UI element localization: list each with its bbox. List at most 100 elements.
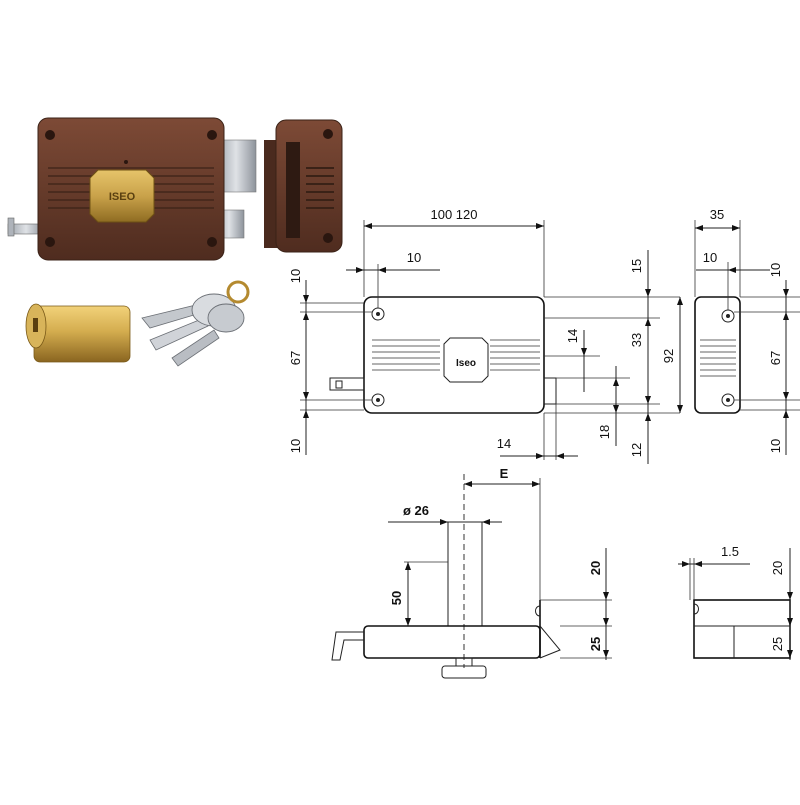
arrow-icon bbox=[303, 312, 309, 320]
dim-14-horizontal-label: 14 bbox=[497, 436, 511, 451]
arrow-icon bbox=[645, 396, 651, 404]
dim-width-label: 100 120 bbox=[431, 207, 478, 222]
escutcheon-brand: ISEO bbox=[109, 191, 136, 203]
lock-photo: ISEO bbox=[7, 117, 257, 261]
cylinder-escutcheon bbox=[89, 169, 155, 223]
dim-height-between-label: 67 bbox=[288, 351, 303, 365]
arrow-icon bbox=[728, 267, 736, 273]
arrow-icon bbox=[364, 223, 372, 229]
screw-icon bbox=[323, 233, 333, 243]
arrow-icon bbox=[677, 405, 683, 413]
dim-25-label: 25 bbox=[588, 637, 603, 651]
arrow-icon bbox=[356, 267, 364, 273]
dim-20-label: 20 bbox=[588, 561, 603, 575]
dim-12-label: 12 bbox=[629, 443, 644, 457]
arrow-icon bbox=[783, 312, 789, 320]
arrow-icon bbox=[405, 618, 411, 626]
keeper-slot bbox=[286, 142, 300, 238]
keeper-width-label: 35 bbox=[710, 207, 724, 222]
key-head bbox=[207, 303, 245, 333]
keeper-side-curve bbox=[693, 603, 699, 615]
side-latch-bevel bbox=[539, 625, 561, 659]
arrow-icon bbox=[677, 297, 683, 305]
arrow-icon bbox=[532, 481, 540, 487]
side-bolt-curve bbox=[535, 605, 541, 617]
arrow-icon bbox=[682, 561, 690, 567]
arrow-icon bbox=[303, 295, 309, 303]
arrow-icon bbox=[556, 453, 564, 459]
arrow-icon bbox=[783, 392, 789, 400]
keeper-top-label: 10 bbox=[768, 263, 783, 277]
keeper-inner-label: 10 bbox=[703, 250, 717, 265]
key-blade bbox=[171, 329, 220, 367]
screw-icon bbox=[207, 130, 217, 140]
side-latch-hook bbox=[331, 631, 364, 661]
dim-15-label: 15 bbox=[629, 259, 644, 273]
dim-33-label: 33 bbox=[629, 333, 644, 347]
keeper-side-25-label: 25 bbox=[770, 637, 785, 651]
dim-top-offset-label: 10 bbox=[288, 269, 303, 283]
arrow-icon bbox=[695, 225, 703, 231]
arrow-icon bbox=[645, 318, 651, 326]
keeper-side-view-drawing: 1.5 20 25 bbox=[678, 544, 793, 660]
keeper-bottom-label: 10 bbox=[768, 439, 783, 453]
arrow-icon bbox=[440, 519, 448, 525]
arrow-icon bbox=[645, 413, 651, 421]
arrow-icon bbox=[581, 348, 587, 356]
screw-center bbox=[376, 398, 380, 402]
keeper-faceplate bbox=[694, 296, 741, 414]
key-ring-icon bbox=[226, 280, 250, 304]
keyway bbox=[33, 318, 38, 332]
arrow-icon bbox=[536, 453, 544, 459]
keys-photo bbox=[141, 280, 250, 367]
dim-92-label: 92 bbox=[661, 349, 676, 363]
arrow-icon bbox=[732, 225, 740, 231]
screw-icon bbox=[45, 130, 55, 140]
screw-center bbox=[726, 398, 730, 402]
cylinder-profile bbox=[447, 521, 483, 627]
screw-icon bbox=[45, 237, 55, 247]
front-view-drawing: Iseo 100 120 bbox=[288, 207, 683, 464]
dim-diameter-label: ø 26 bbox=[403, 503, 429, 518]
arrow-icon bbox=[603, 650, 609, 658]
screw-center bbox=[376, 312, 380, 316]
arrow-icon bbox=[378, 267, 386, 273]
arrow-icon bbox=[645, 289, 651, 297]
dim-18-label: 18 bbox=[597, 425, 612, 439]
arrow-icon bbox=[303, 392, 309, 400]
arrow-icon bbox=[787, 592, 793, 600]
front-latch-hook bbox=[329, 377, 365, 391]
keeper-photo bbox=[264, 119, 343, 253]
dim-50-label: 50 bbox=[389, 591, 404, 605]
dim-e-label: E bbox=[500, 466, 509, 481]
screw-center bbox=[726, 314, 730, 318]
arrow-icon bbox=[783, 289, 789, 297]
keeper-ribs bbox=[306, 167, 334, 209]
arrow-icon bbox=[482, 519, 490, 525]
keeper-view-drawing: 35 10 10 67 10 bbox=[694, 207, 800, 455]
arrow-icon bbox=[536, 223, 544, 229]
dim-1-5-label: 1.5 bbox=[721, 544, 739, 559]
keeper-ribs bbox=[700, 339, 736, 377]
side-case bbox=[363, 625, 541, 659]
screw-icon bbox=[207, 237, 217, 247]
arrow-icon bbox=[405, 562, 411, 570]
arrow-icon bbox=[787, 618, 793, 626]
arrow-icon bbox=[603, 618, 609, 626]
arrow-icon bbox=[783, 410, 789, 418]
arrow-icon bbox=[694, 561, 702, 567]
dim-14-vertical-label: 14 bbox=[565, 329, 580, 343]
dim-bolt-offset-label: 10 bbox=[407, 250, 421, 265]
side-knob bbox=[441, 665, 487, 679]
keeper-extension-lines bbox=[694, 220, 800, 411]
arrow-icon bbox=[613, 378, 619, 386]
pin-hole bbox=[124, 160, 128, 164]
faceplate-brand: Iseo bbox=[456, 358, 476, 369]
latch-hook-tip bbox=[7, 217, 15, 237]
arrow-icon bbox=[787, 650, 793, 658]
arrow-icon bbox=[613, 405, 619, 413]
front-extension-lines bbox=[300, 220, 680, 460]
arrow-icon bbox=[303, 410, 309, 418]
